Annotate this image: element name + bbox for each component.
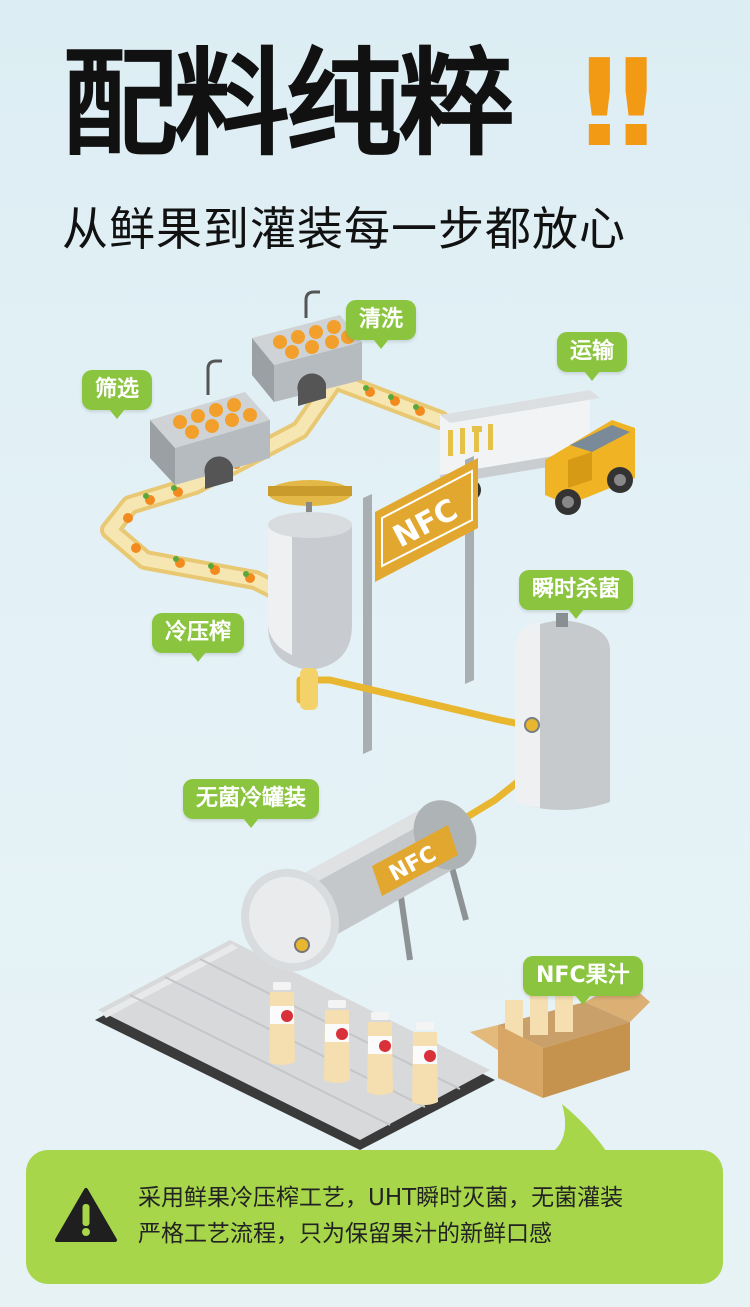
- page-subtitle: 从鲜果到灌装每一步都放心: [62, 202, 626, 256]
- step-label-cold-press: 冷压榨: [152, 613, 245, 662]
- warning-icon: [55, 1188, 117, 1242]
- delivery-truck: [440, 390, 635, 515]
- step-label-nfc-juice: NFC果汁: [523, 956, 643, 1005]
- notice-box: 采用鲜果冷压榨工艺，UHT瞬时灭菌，无菌灌装 严格工艺流程，只为保留果汁的新鲜口…: [26, 1150, 723, 1284]
- juice-bottles: [269, 982, 438, 1105]
- sterilization-tank: [515, 613, 610, 810]
- cold-press-tank: [268, 480, 352, 710]
- aseptic-storage-tank: [241, 800, 477, 972]
- step-label-transport: 运输: [557, 332, 628, 381]
- step-label-aseptic-fill: 无菌冷罐装: [183, 779, 320, 828]
- washing-basin: [252, 290, 362, 406]
- process-illustration: NFC NFC: [95, 290, 650, 1150]
- juice-box: [470, 980, 650, 1098]
- exclamation-marks: !!: [572, 35, 664, 174]
- notice-line-2: 严格工艺流程，只为保留果汁的新鲜口感: [138, 1221, 552, 1247]
- step-label-sterilization: 瞬时杀菌: [519, 570, 634, 619]
- screening-basin: [150, 359, 270, 489]
- notice-line-1: 采用鲜果冷压榨工艺，UHT瞬时灭菌，无菌灌装: [138, 1185, 624, 1211]
- step-label-screening: 筛选: [82, 370, 153, 419]
- process-scene: NFC NFC 筛选 清洗 运输 冷压榨 瞬时杀菌 无菌冷罐装 NFC果汁: [0, 280, 750, 1160]
- notice-bubble-tail: [550, 1104, 608, 1154]
- notice-text: 采用鲜果冷压榨工艺，UHT瞬时灭菌，无菌灌装 严格工艺流程，只为保留果汁的新鲜口…: [138, 1180, 623, 1252]
- step-label-washing: 清洗: [346, 300, 417, 349]
- page-title: 配料纯粹: [62, 37, 514, 172]
